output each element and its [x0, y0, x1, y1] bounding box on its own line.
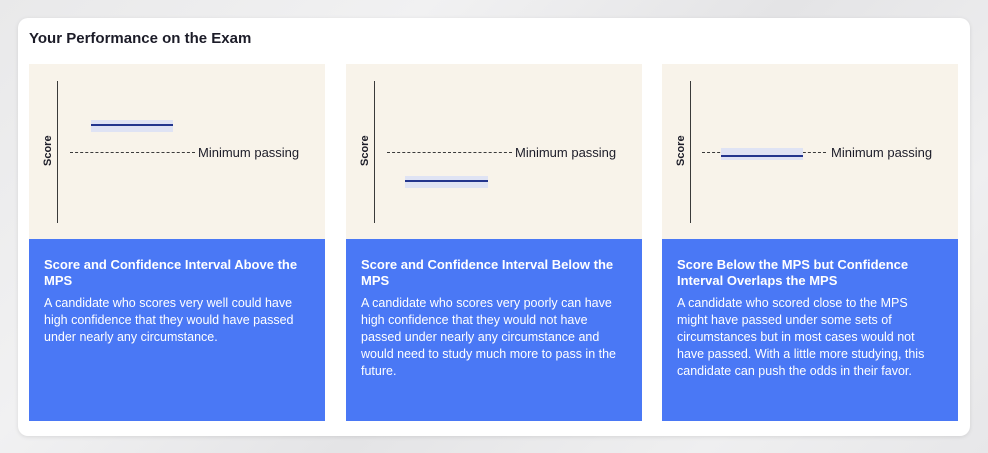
scenario-title: Score Below the MPS but Confidence Inter…	[677, 257, 909, 288]
confidence-interval-band	[721, 148, 803, 160]
scenario-body: A candidate who scored close to the MPS …	[677, 296, 925, 378]
score-graph: Score Minimum passing	[29, 64, 325, 239]
score-line	[721, 155, 803, 157]
score-line	[405, 180, 488, 182]
minimum-passing-line	[70, 152, 195, 153]
confidence-interval-band	[91, 120, 173, 132]
scenario-card-overlap: Score Minimum passing Score Below the MP…	[662, 64, 958, 421]
score-line	[91, 124, 173, 126]
scenario-description: Score and Confidence Interval Above the …	[29, 239, 325, 421]
confidence-interval-band	[405, 176, 488, 188]
scenario-card-above: Score Minimum passing Score and Confiden…	[29, 64, 325, 421]
scenario-title: Score and Confidence Interval Above the …	[44, 257, 298, 288]
score-axis-label: Score	[675, 135, 687, 166]
score-graph: Score Minimum passing	[346, 64, 642, 239]
scenario-card-below: Score Minimum passing Score and Confiden…	[346, 64, 642, 421]
score-axis	[374, 81, 375, 223]
minimum-passing-label: Minimum passing	[198, 145, 300, 160]
scenario-description: Score and Confidence Interval Below the …	[346, 239, 642, 421]
score-axis-label: Score	[42, 135, 54, 166]
minimum-passing-line	[387, 152, 512, 153]
exam-performance-panel: Your Performance on the Exam Score Minim…	[18, 18, 970, 436]
scenario-body: A candidate who scores very well could h…	[44, 296, 294, 344]
scenario-title: Score and Confidence Interval Below the …	[361, 257, 614, 288]
panel-title: Your Performance on the Exam	[29, 30, 252, 47]
score-graph: Score Minimum passing	[662, 64, 958, 239]
minimum-passing-label: Minimum passing	[831, 145, 933, 160]
score-axis	[690, 81, 691, 223]
score-axis-label: Score	[359, 135, 371, 166]
score-axis	[57, 81, 58, 223]
scenario-body: A candidate who scores very poorly can h…	[361, 296, 617, 378]
minimum-passing-label: Minimum passing	[515, 145, 617, 160]
scenario-description: Score Below the MPS but Confidence Inter…	[662, 239, 958, 421]
